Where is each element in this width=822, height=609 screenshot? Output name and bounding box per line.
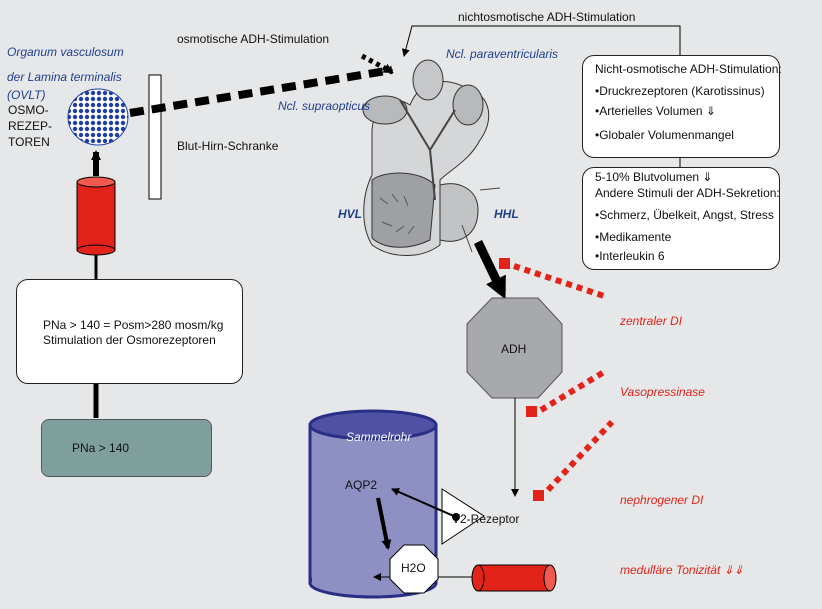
osmotic-stimulation-arrow	[129, 66, 393, 117]
blood-brain-barrier-label: Blut-Hirn-Schranke	[177, 139, 279, 153]
hvl-label: HVL	[338, 207, 362, 221]
osmo-label-3: TOREN	[8, 135, 50, 149]
pna-osmolality-box: PNa > 140 = Posm>280 mosm/kg Stimulation…	[16, 279, 243, 384]
h2o-label: H2O	[401, 561, 426, 575]
adh-release-arrow	[473, 240, 507, 300]
v2-receptor-label: V2-Rezeptor	[452, 512, 520, 526]
v2-to-aqp2-arrow	[391, 488, 457, 518]
ncl-supraopticus-label: Ncl. supraopticus	[278, 99, 371, 113]
pna-140-label: PNa > 140	[72, 441, 130, 455]
central-di-inhibition	[499, 258, 605, 299]
vasopressinase-label: Vasopressinase	[620, 385, 705, 399]
nonosmotic-item-3: •Globaler Volumenmangel	[595, 128, 734, 142]
other-stimuli-item-1: •Schmerz, Übelkeit, Angst, Stress	[595, 208, 774, 222]
other-stimuli-item-3: •Interleukin 6	[595, 249, 665, 263]
organum-label-1: Organum vasculosum	[7, 45, 124, 59]
vasopressinase-inhibition	[526, 369, 606, 417]
osmo-label-2: REZEP-	[8, 119, 53, 133]
blood-brain-barrier-bar	[148, 74, 162, 200]
osmotic-stimulation-label: osmotische ADH-Stimulation	[177, 32, 330, 46]
v2-receptor-dot	[452, 513, 460, 521]
other-stimuli-title: Andere Stimuli der ADH-Sekretion:	[595, 186, 780, 200]
nephrogenic-di-inhibition	[533, 419, 615, 501]
aqp2-label: AQP2	[345, 478, 378, 492]
adh-octagon-icon	[466, 297, 563, 399]
blood-volume-line: 5-10% Blutvolumen ⇓	[595, 170, 713, 184]
organum-label-2: der Lamina terminalis	[7, 70, 122, 84]
nonosmotic-item-2: •Arterielles Volumen ⇓	[595, 104, 716, 118]
h2o-octagon-icon	[389, 544, 439, 594]
nonosmotic-stimulation-line	[401, 25, 681, 57]
nonosmotic-box-title: Nicht-osmotische ADH-Stimulation:	[595, 62, 782, 76]
other-stimuli-box: 5-10% Blutvolumen ⇓ Andere Stimuli der A…	[582, 167, 780, 270]
osmotic-arrow-dots	[360, 53, 394, 75]
medullary-cylinder-icon	[471, 564, 557, 592]
pna-box-line-1: PNa > 140 = Posm>280 mosm/kg	[43, 318, 224, 332]
sammelrohr-label: Sammelrohr	[346, 430, 412, 444]
nonosmotic-stimuli-box: Nicht-osmotische ADH-Stimulation: •Druck…	[582, 55, 782, 158]
nonosmotic-item-1: •Druckrezeptoren (Karotissinus)	[595, 84, 765, 98]
organum-label-3: (OVLT)	[7, 88, 46, 102]
pituitary-illustration-icon	[362, 59, 501, 256]
pna-140-box: PNa > 140	[41, 419, 212, 477]
aqp2-to-h2o-arrow	[376, 497, 392, 550]
ncl-paraventricularis-label: Ncl. paraventricularis	[446, 47, 559, 61]
medullary-tonicity-label: medulläre Tonizität ⇓⇓	[620, 563, 744, 577]
v2-receptor-icon	[441, 488, 485, 545]
ovlt-receptor-icon	[67, 88, 129, 146]
nephrogener-di-label: nephrogener DI	[620, 493, 704, 507]
other-stimuli-item-2: •Medikamente	[595, 230, 672, 244]
nonosmotic-stimulation-label: nichtosmotische ADH-Stimulation	[458, 10, 636, 24]
hhl-label: HHL	[494, 207, 519, 221]
pna-box-line-2: Stimulation der Osmorezeptoren	[43, 333, 216, 347]
zentraler-di-label: zentraler DI	[620, 314, 683, 328]
osmo-label-1: OSMO-	[8, 103, 49, 117]
adh-label: ADH	[501, 342, 527, 356]
red-cylinder-icon	[76, 176, 116, 256]
